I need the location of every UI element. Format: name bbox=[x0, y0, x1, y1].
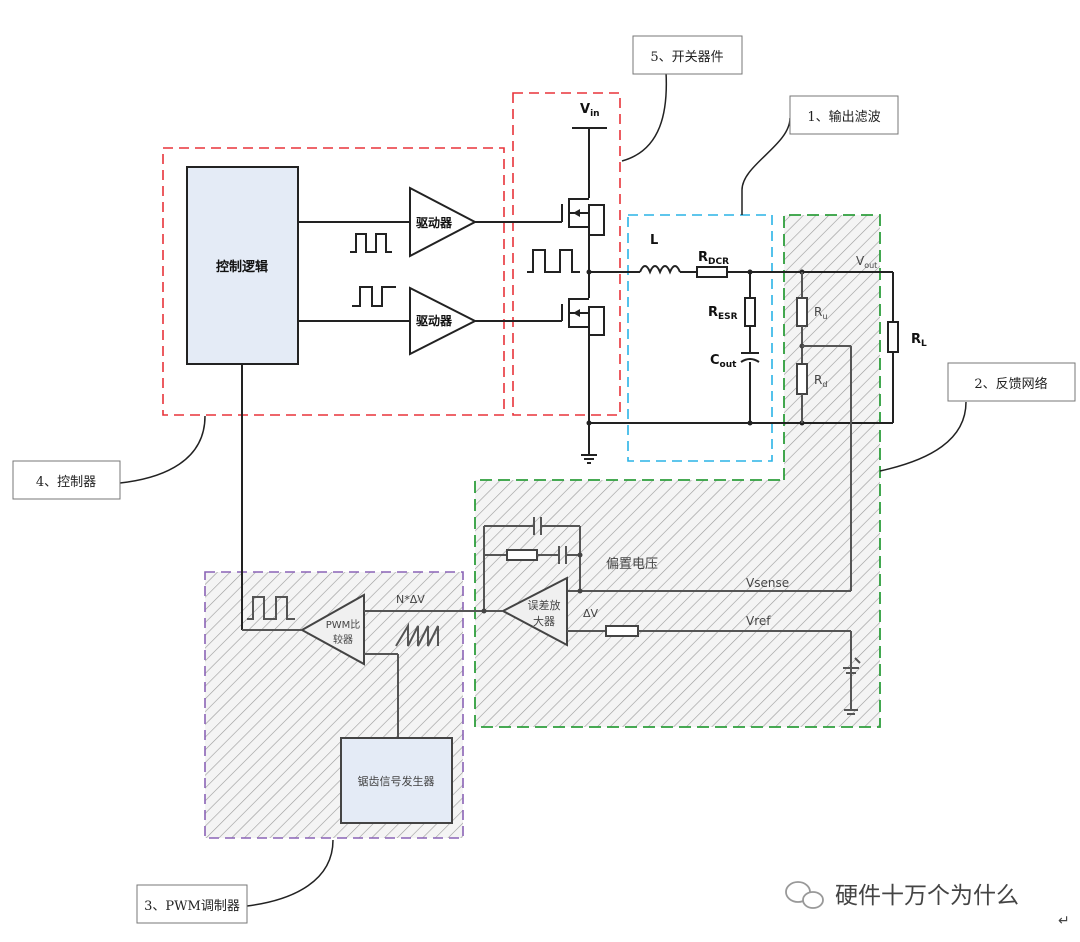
pwm-output-waveform bbox=[247, 596, 295, 620]
high-side-mosfet bbox=[561, 198, 605, 240]
rl-label: RL bbox=[911, 332, 927, 349]
output-filter-boundary bbox=[627, 214, 773, 462]
vout-label: Vout bbox=[856, 254, 877, 270]
driver-bottom-label: 驱动器 bbox=[416, 314, 453, 328]
ground-symbol bbox=[581, 454, 597, 464]
callout-controller-line bbox=[119, 415, 206, 484]
output-filter-callout-text: 1、输出滤波 bbox=[807, 109, 880, 125]
driver-top-label: 驱动器 bbox=[416, 216, 453, 230]
callout-feedback-line bbox=[879, 401, 967, 472]
error-amp-label-1: 误差放 bbox=[528, 598, 561, 612]
pwm-comparator-label-1: PWM比 bbox=[326, 619, 361, 631]
pwm-waveform-bottom bbox=[352, 286, 396, 307]
return-mark: ↵ bbox=[1058, 913, 1070, 929]
rdcr-resistor bbox=[696, 266, 728, 278]
switch-callout-text: 5、开关器件 bbox=[650, 50, 723, 65]
n-delta-v-label: N*ΔV bbox=[396, 593, 425, 606]
callout-pwm-line bbox=[246, 839, 334, 907]
error-amplifier-triangle bbox=[500, 576, 568, 647]
callout-filter-line bbox=[741, 117, 791, 215]
pwm-waveform-top bbox=[350, 233, 392, 253]
pwm-callout-text: 3、PWM调制器 bbox=[144, 899, 240, 914]
vsense-label: Vsense bbox=[746, 576, 789, 590]
resr-label: RESR bbox=[708, 305, 738, 322]
inductor-label: L bbox=[650, 233, 658, 248]
control-logic-block bbox=[186, 166, 299, 365]
inductor bbox=[639, 265, 681, 275]
error-amp-label-2: 大器 bbox=[533, 614, 555, 628]
resr-resistor bbox=[744, 297, 756, 327]
feedback-ground-symbol bbox=[844, 709, 858, 715]
sawtooth-generator-label: 锯齿信号发生器 bbox=[358, 774, 435, 788]
bias-voltage-label: 偏置电压 bbox=[606, 557, 658, 572]
low-side-mosfet bbox=[561, 298, 605, 336]
control-logic-label: 控制逻辑 bbox=[216, 259, 268, 275]
controller-callout-text: 4、控制器 bbox=[36, 475, 96, 490]
wechat-icon bbox=[785, 881, 824, 909]
rd-label: Rd bbox=[814, 373, 827, 389]
vref-source-symbol bbox=[843, 657, 861, 674]
rl-resistor bbox=[887, 321, 899, 353]
ru-label: Ru bbox=[814, 305, 827, 321]
pwm-comparator-triangle bbox=[299, 593, 365, 666]
switch-callout: 5、开关器件 bbox=[632, 35, 743, 75]
pwm-comparator-label-2: 较器 bbox=[333, 633, 353, 646]
feedback-callout: 2、反馈网络 bbox=[947, 362, 1076, 402]
switch-boundary bbox=[512, 92, 621, 416]
feedback-boundary bbox=[474, 214, 881, 728]
sawtooth-waveform bbox=[395, 622, 439, 647]
vin-label: Vin bbox=[580, 102, 600, 119]
cout-capacitor bbox=[740, 352, 760, 363]
watermark-text: 硬件十万个为什么 bbox=[835, 883, 1019, 909]
output-filter-callout: 1、输出滤波 bbox=[789, 95, 899, 135]
vref-label: Vref bbox=[746, 614, 771, 628]
pwm-callout: 3、PWM调制器 bbox=[136, 884, 248, 924]
vref-resistor bbox=[605, 625, 639, 637]
sawtooth-generator-block bbox=[340, 737, 453, 824]
rdcr-label: RDCR bbox=[698, 250, 729, 267]
cout-label: Cout bbox=[710, 353, 737, 370]
rd-resistor bbox=[796, 363, 808, 395]
ru-resistor bbox=[796, 297, 808, 327]
feedback-callout-text: 2、反馈网络 bbox=[974, 376, 1047, 392]
pwm-boundary bbox=[204, 571, 464, 839]
controller-callout: 4、控制器 bbox=[12, 460, 121, 500]
switch-node-waveform bbox=[527, 249, 580, 273]
feedback-network-region bbox=[475, 215, 880, 727]
callout-switch-line bbox=[621, 71, 668, 162]
compensation-resistor bbox=[506, 549, 538, 561]
delta-v-label: ΔV bbox=[583, 607, 599, 620]
